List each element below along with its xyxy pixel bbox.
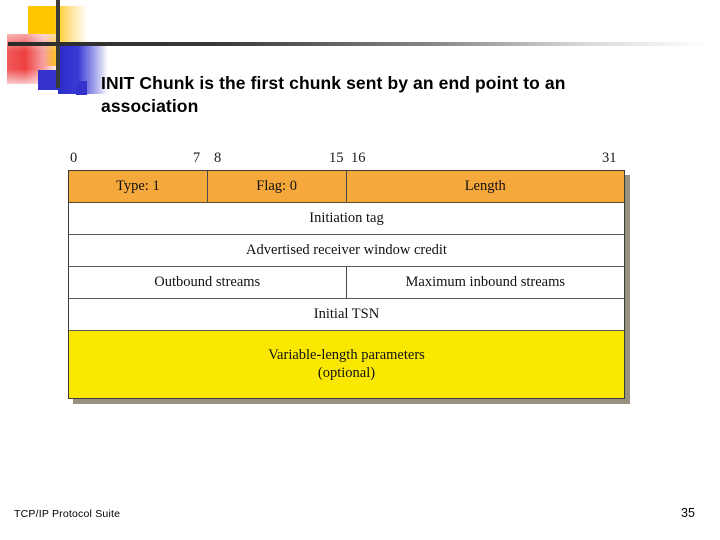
field-initial-tsn: Initial TSN <box>313 306 380 322</box>
bit-label-16: 16 <box>351 150 366 166</box>
field-variable-length-parameters-line2: (optional) <box>317 364 376 381</box>
bullet-square-icon <box>78 81 87 90</box>
blue-small-square-decoration <box>38 70 60 90</box>
bit-label-0: 0 <box>70 150 78 166</box>
page-title: INIT Chunk is the first chunk sent by an… <box>101 73 566 117</box>
table-row: Initial TSN <box>69 299 624 331</box>
bit-label-31: 31 <box>602 150 617 166</box>
field-outbound-streams: Outbound streams <box>69 267 347 298</box>
bit-label-7: 7 <box>193 150 201 166</box>
packet-field-table: Type: 1 Flag: 0 Length Initiation tag Ad… <box>68 170 625 399</box>
table-row-header: Type: 1 Flag: 0 Length <box>69 171 624 203</box>
table-row-optional: Variable-length parameters (optional) <box>69 331 624 398</box>
field-initiation-tag: Initiation tag <box>309 210 384 226</box>
field-variable-length-parameters: Variable-length parameters (optional) <box>69 331 624 398</box>
bit-label-15: 15 <box>329 150 344 166</box>
horizontal-rule <box>8 42 708 46</box>
table-row: Initiation tag <box>69 203 624 235</box>
packet-format-figure: 0 7 8 15 16 31 Type: 1 Flag: 0 Length In… <box>68 150 625 399</box>
field-advertised-receiver-window-credit: Advertised receiver window credit <box>246 242 447 258</box>
bit-ruler: 0 7 8 15 16 31 <box>68 150 623 170</box>
field-maximum-inbound-streams: Maximum inbound streams <box>405 274 566 290</box>
page-number: 35 <box>681 506 695 520</box>
field-length: Length <box>464 178 506 194</box>
slide-title-block: INIT Chunk is the first chunk sent by an… <box>78 72 638 119</box>
footer-text: TCP/IP Protocol Suite <box>14 508 121 520</box>
field-type: Type: 1 <box>69 171 208 202</box>
table-row: Outbound streams Maximum inbound streams <box>69 267 624 299</box>
table-row: Advertised receiver window credit <box>69 235 624 267</box>
yellow-square-decoration <box>28 6 88 66</box>
field-flag: Flag: 0 <box>208 171 347 202</box>
bit-label-8: 8 <box>214 150 222 166</box>
field-variable-length-parameters-line1: Variable-length parameters <box>268 346 425 363</box>
